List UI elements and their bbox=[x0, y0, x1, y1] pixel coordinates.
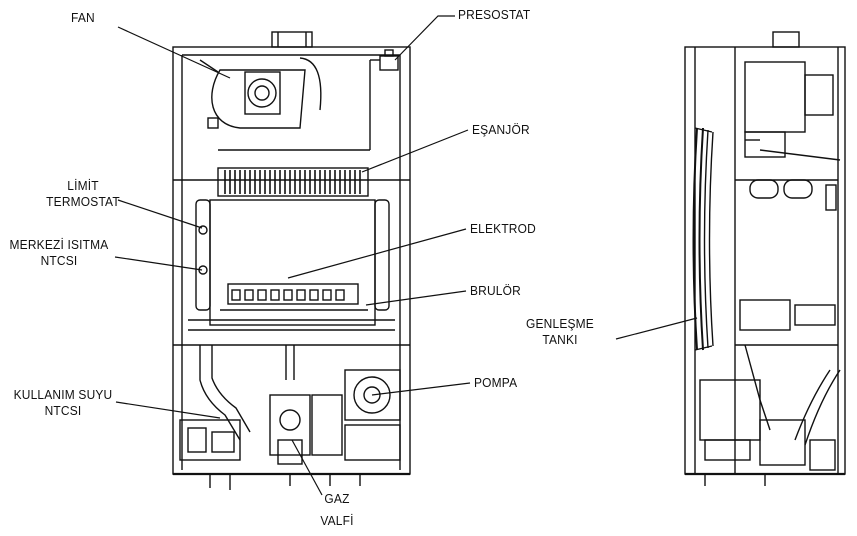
burner-drawing bbox=[220, 283, 368, 311]
label-merkezi-line2: NTCSI bbox=[40, 253, 78, 268]
label-presostat: PRESOSTAT bbox=[458, 7, 531, 22]
label-limit-termostat: LİMİT TERMOSTAT bbox=[42, 178, 125, 210]
label-merkezi-isitma-ntcsi: MERKEZİ ISITMA NTCSI bbox=[7, 237, 110, 269]
label-gaz-valfi: GAZ VALFİ bbox=[314, 491, 360, 529]
label-genlesme-line1: GENLEŞME bbox=[526, 316, 594, 331]
label-esanjor: EŞANJÖR bbox=[472, 122, 530, 137]
label-merkezi-line1: MERKEZİ ISITMA bbox=[9, 237, 109, 252]
label-elektrod: ELEKTROD bbox=[470, 221, 536, 236]
combustion-chamber-drawing bbox=[188, 199, 395, 331]
label-genlesme-line2: TANKI bbox=[542, 332, 578, 347]
label-gaz-line1: GAZ bbox=[324, 491, 350, 506]
label-kullanim-line1: KULLANIM SUYU bbox=[13, 387, 113, 402]
presostat-drawing bbox=[370, 49, 399, 71]
leader-lines bbox=[114, 15, 698, 496]
heat-exchanger-drawing bbox=[217, 167, 369, 197]
label-pompa: POMPA bbox=[474, 375, 518, 390]
label-genlesme-tanki: GENLEŞME TANKI bbox=[514, 316, 606, 348]
label-fan: FAN bbox=[71, 10, 95, 25]
label-kullanim-suyu-ntcsi: KULLANIM SUYU NTCSI bbox=[12, 387, 113, 419]
hydraulic-group-drawing bbox=[179, 345, 401, 490]
expansion-tank-drawing bbox=[692, 127, 714, 351]
label-limit-line2: TERMOSTAT bbox=[46, 194, 120, 209]
side-hydraulics-drawing bbox=[699, 299, 841, 486]
label-gaz-line2: VALFİ bbox=[320, 513, 354, 528]
label-limit-line1: LİMİT bbox=[67, 178, 99, 193]
label-kullanim-line2: NTCSI bbox=[44, 403, 82, 418]
label-brulor: BRULÖR bbox=[470, 283, 521, 298]
side-fan-drawing bbox=[744, 61, 841, 211]
fan-drawing bbox=[199, 57, 371, 151]
